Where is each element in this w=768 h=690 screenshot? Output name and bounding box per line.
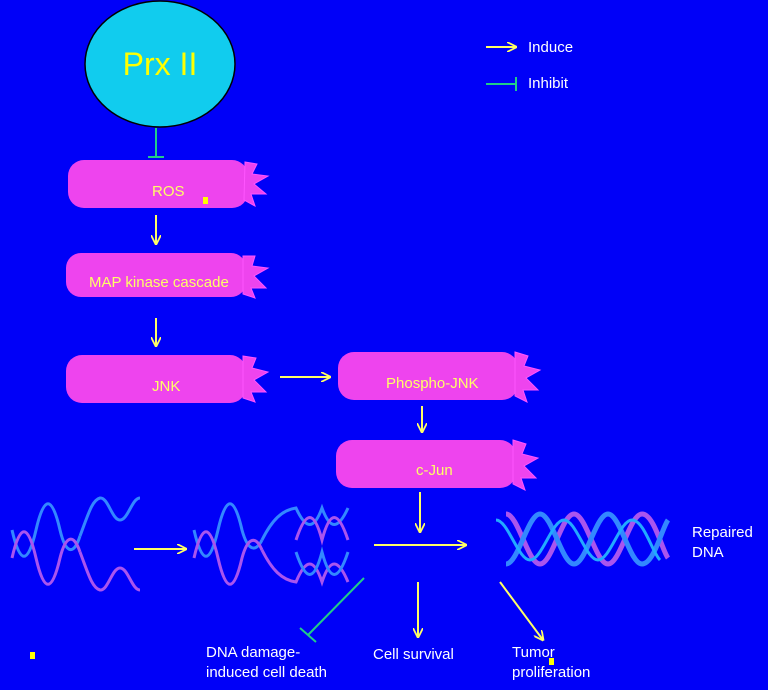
repairing-dna-icon [192,502,350,587]
inhibit-prx-ros [148,128,164,158]
inhibit-cell-death [299,577,365,643]
ros-node [68,160,270,208]
prx-ii-label: Prx II [122,45,198,82]
c-jun-node [336,439,540,491]
cell-death-label-line2: induced cell death [206,664,327,681]
marker-square [203,197,208,204]
marker-square [549,658,554,665]
cell-survival-label: Cell survival [373,646,454,663]
arrow-tumor [499,581,543,640]
map-node [66,253,270,299]
legend-inhibit-arrow [486,77,517,91]
jnk-label: JNK [152,378,181,395]
phospho-jnk-node [338,351,542,403]
damaged-dna-icon [10,496,141,592]
jnk-node [66,355,270,403]
cell-death-label-line1: DNA damage- [206,644,301,661]
phospho-jnk-label: Phospho-JNK [386,375,479,392]
repaired-dna-icon [495,511,671,567]
legend-induce-label: Induce [528,39,574,56]
prx-ellipse [84,0,236,128]
repaired-dna-label-line2: DNA [692,544,724,561]
tumor-label-line1: Tumor [512,644,555,661]
repaired-dna-label-line1: Repaired [692,524,753,541]
tumor-label-line2: proliferation [512,664,591,681]
marker-square [30,652,35,659]
c-jun-label: c-Jun [416,462,453,479]
map-kinase-label: MAP kinase cascade [89,274,229,291]
ros-label: ROS [152,183,185,200]
legend-inhibit-label: Inhibit [528,75,569,92]
